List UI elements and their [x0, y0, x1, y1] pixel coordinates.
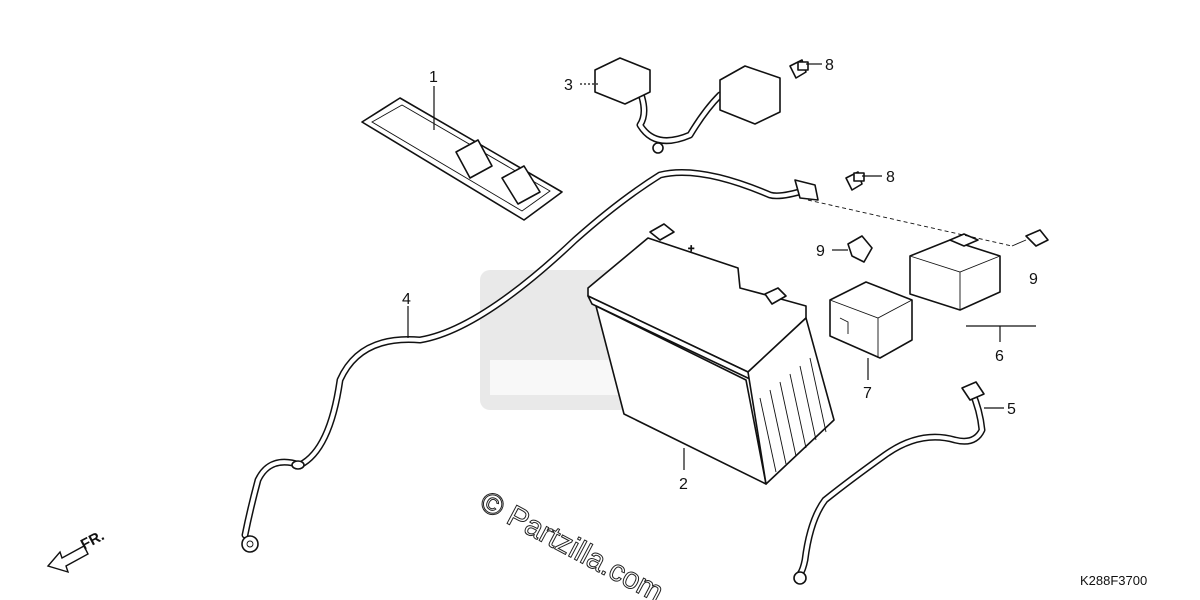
callout-1: 1 [429, 69, 438, 86]
callout-7: 7 [863, 385, 872, 402]
callout-4: 4 [402, 291, 411, 308]
callout-9-left: 9 [816, 243, 825, 260]
callout-6: 6 [995, 348, 1004, 365]
part-6-relay [909, 233, 1001, 311]
part-9-fuse-right [1025, 229, 1049, 247]
callout-8-upper: 8 [825, 57, 834, 74]
partzilla-watermark: © Partzilla.com [475, 485, 669, 600]
part-2-battery: + [587, 223, 835, 485]
part-7-relay-cover [829, 281, 913, 359]
leader-lines [407, 63, 1036, 470]
callout-5: 5 [1007, 401, 1016, 418]
part-4-battery-cable [241, 169, 819, 553]
callout-9-right: 9 [1029, 271, 1038, 288]
callout-numbers: 1 2 3 4 5 6 7 8 8 9 9 [402, 57, 1038, 493]
figure-code: K288F3700 [1080, 573, 1147, 588]
part-5-starter-cable [793, 381, 986, 585]
part-9-fuse-left [847, 235, 873, 263]
callout-2: 2 [679, 476, 688, 493]
part-3-relay-cable [594, 57, 781, 154]
reference-lines [807, 199, 1027, 247]
part-8-bolt-lower [845, 171, 865, 191]
part-1-battery-holder [361, 97, 563, 221]
svg-text:+: + [688, 243, 694, 255]
front-direction-arrow: FR. [46, 527, 107, 574]
callout-8-lower: 8 [886, 169, 895, 186]
callout-3: 3 [564, 77, 573, 94]
part-8-bolt-upper [789, 59, 809, 79]
